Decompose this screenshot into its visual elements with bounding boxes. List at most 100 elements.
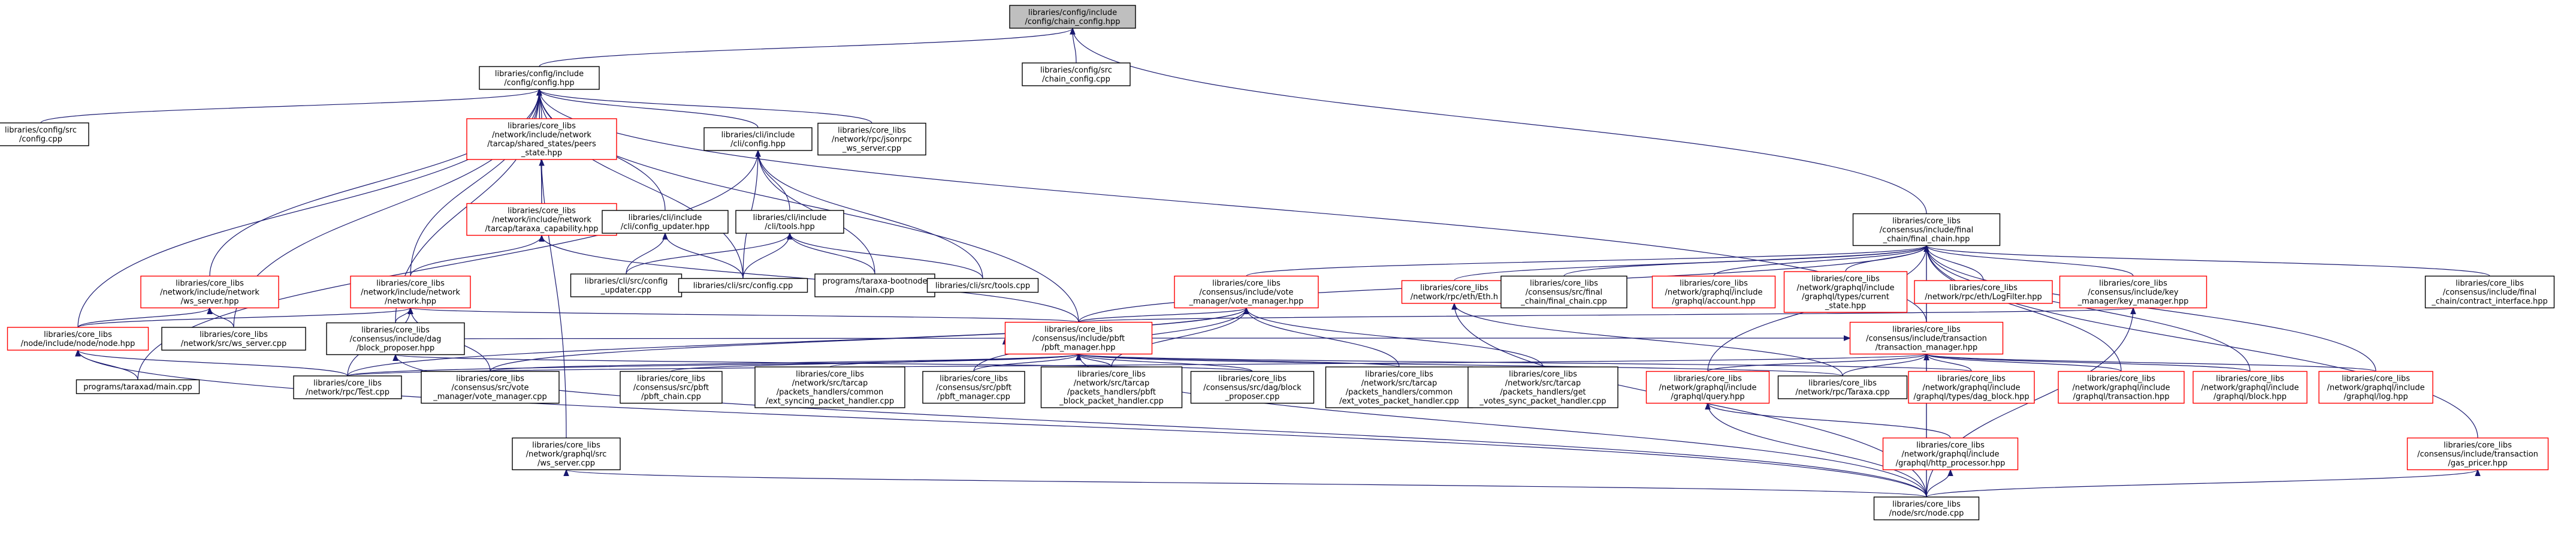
graph-node[interactable]: programs/taraxa-bootnode/main.cpp (814, 273, 935, 297)
graph-node[interactable]: libraries/cli/include/cli/tools.hpp (735, 210, 844, 234)
graph-node[interactable]: libraries/core_libs/consensus/include/tr… (2406, 437, 2549, 471)
edge-arrowhead (662, 232, 668, 240)
node-box (350, 275, 471, 309)
graph-node[interactable]: libraries/core_libs/network/graphql/incl… (2318, 371, 2433, 404)
edge-line (566, 469, 1927, 498)
edge-line (1842, 354, 1927, 377)
graph-node[interactable]: libraries/config/src/config.cpp (0, 122, 89, 146)
node-box (735, 210, 844, 234)
node-label-line: libraries/core_libs (456, 375, 524, 384)
node-box (1022, 62, 1131, 86)
node-label-line: libraries/core_libs (200, 330, 268, 339)
graph-node[interactable]: libraries/cli/src/tools.cpp (926, 278, 1039, 293)
node-label-line: libraries/core_libs (1937, 375, 2006, 384)
graph-node[interactable]: libraries/core_libs/consensus/include/ke… (2059, 275, 2207, 309)
graph-node[interactable]: libraries/core_libs/consensus/src/vote_m… (421, 371, 560, 404)
edge-arrowhead (1243, 307, 1249, 314)
node-label-line: /network/include/network (492, 216, 591, 225)
graph-node[interactable]: libraries/core_libs/network/src/tarcap/p… (754, 366, 905, 408)
graph-node[interactable]: libraries/core_libs/network/graphql/incl… (1651, 275, 1776, 309)
graph-node[interactable]: libraries/core_libs/network/include/netw… (466, 203, 617, 236)
node-label-line: /network/graphql/include (2201, 384, 2299, 393)
edge-arrowhead (1923, 353, 1929, 360)
graph-node[interactable]: libraries/core_libs/consensus/src/dag/bl… (1190, 371, 1315, 404)
node-box (1174, 275, 1319, 309)
node-label-line: /config/chain_config.hpp (1025, 17, 1121, 26)
node-label-line: _state.hpp (1825, 302, 1866, 311)
graph-node[interactable]: libraries/core_libs/consensus/include/tr… (1849, 321, 2004, 355)
node-label-line: /network/src/tarcap (792, 379, 868, 388)
edge-line (209, 89, 540, 276)
graph-node[interactable]: libraries/core_libs/network/rpc/eth/Eth.… (1401, 280, 1508, 304)
node-label-line: libraries/core_libs (796, 370, 864, 379)
graph-node[interactable]: libraries/core_libs/network/include/netw… (466, 118, 617, 160)
node-box (703, 127, 813, 151)
node-box (2424, 275, 2555, 309)
node-label-line: /config/config.hpp (504, 79, 574, 88)
graph-node[interactable]: libraries/core_libs/network/graphql/incl… (2058, 371, 2185, 404)
graph-node[interactable]: libraries/core_libs/node/include/node/no… (7, 327, 149, 351)
graph-node[interactable]: libraries/core_libs/network/graphql/incl… (1645, 371, 1770, 404)
graph-node[interactable]: libraries/core_libs/network/graphql/incl… (1882, 437, 2019, 471)
node-label-line: /ext_syncing_packet_handler.cpp (766, 397, 894, 406)
node-label-line: /network/graphql/include (1923, 384, 2021, 393)
graph-node[interactable]: programs/taraxad/main.cpp (76, 379, 200, 395)
graph-node[interactable]: libraries/core_libs/network/graphql/incl… (1783, 271, 1908, 313)
node-box (922, 371, 1025, 404)
graph-node[interactable]: libraries/core_libs/network/src/tarcap/p… (1467, 366, 1618, 408)
graph-node[interactable]: libraries/cli/src/config_updater.cpp (570, 273, 682, 297)
node-label-line: /consensus/include/final (1880, 226, 1973, 235)
node-label-line: libraries/core_libs (532, 441, 600, 450)
node-box (1849, 321, 2004, 355)
node-label-line: libraries/core_libs (1916, 441, 1985, 450)
graph-node[interactable]: libraries/core_libs/node/src/node.cpp (1873, 496, 1980, 520)
edge-line (541, 235, 1079, 323)
graph-node[interactable]: libraries/core_libs/network/graphql/incl… (1908, 371, 2035, 404)
graph-node[interactable]: libraries/core_libs/consensus/include/pb… (1004, 321, 1153, 355)
graph-node[interactable]: libraries/cli/include/cli/config_updater… (602, 210, 729, 234)
edge-arrowhead (563, 469, 569, 476)
graph-node[interactable]: libraries/core_libs/network/include/netw… (140, 275, 279, 309)
graph-node[interactable]: libraries/core_libs/consensus/src/pbft/p… (620, 371, 723, 404)
edge-line (1072, 28, 1927, 214)
graph-node[interactable]: libraries/cli/src/config.cpp (678, 278, 808, 293)
edge-line (1926, 469, 2478, 498)
edge-line (347, 308, 1247, 377)
graph-node[interactable]: libraries/core_libs/network/src/tarcap/p… (1040, 366, 1183, 408)
node-label-line: /tarcap/taraxa_capability.hpp (485, 225, 598, 234)
graph-node[interactable]: libraries/core_libs/network/rpc/eth/LogF… (1914, 280, 2053, 304)
graph-node[interactable]: libraries/core_libs/network/include/netw… (350, 275, 471, 309)
graph-node[interactable]: libraries/core_libs/network/src/tarcap/p… (1325, 366, 1473, 408)
edge-line (40, 89, 540, 124)
graph-node[interactable]: libraries/config/include/config/config.h… (479, 66, 600, 90)
node-label-line: /consensus/src/final (1526, 288, 1602, 297)
graph-node[interactable]: libraries/core_libs/network/rpc/jsonrpc_… (817, 122, 926, 156)
node-box (754, 366, 905, 408)
graph-node[interactable]: libraries/core_libs/network/rpc/Taraxa.c… (1777, 375, 1908, 399)
graph-node[interactable]: libraries/core_libs/consensus/include/da… (326, 322, 465, 356)
graph-node[interactable]: libraries/core_libs/consensus/src/final_… (1500, 275, 1627, 309)
edge-line (1713, 245, 1927, 276)
node-box (620, 371, 723, 404)
edge-arrowhead (1070, 27, 1076, 35)
edge-arrowhead (1705, 402, 1711, 409)
graph-node[interactable]: libraries/core_libs/network/src/ws_serve… (161, 327, 306, 351)
graph-node[interactable]: libraries/config/src/chain_config.cpp (1022, 62, 1131, 86)
node-label-line: /consensus/src/vote (452, 384, 529, 393)
graph-node[interactable]: libraries/core_libs/consensus/include/fi… (1852, 213, 2001, 246)
graph-node[interactable]: libraries/core_libs/consensus/src/pbft/p… (922, 371, 1025, 404)
node-label-line: programs/taraxa-bootnode (822, 277, 927, 286)
graph-node[interactable]: libraries/core_libs/network/graphql/incl… (2193, 371, 2308, 404)
node-label-line: libraries/core_libs (1892, 500, 1961, 509)
graph-node[interactable]: libraries/core_libs/network/graphql/src/… (512, 437, 621, 471)
edge-line (77, 350, 138, 380)
node-label-line: libraries/core_libs (1420, 284, 1488, 293)
graph-node[interactable]: libraries/core_libs/consensus/include/vo… (1174, 275, 1319, 309)
graph-node[interactable]: libraries/config/include/config/chain_co… (1009, 5, 1136, 29)
graph-node[interactable]: libraries/core_libs/network/rpc/Test.cpp (293, 375, 402, 399)
graph-node[interactable]: libraries/cli/include/cli/config.hpp (703, 127, 813, 151)
node-label-line: libraries/config/src (5, 126, 77, 135)
graph-node[interactable]: libraries/core_libs/consensus/include/fi… (2424, 275, 2555, 309)
node-label-line: /network/src/tarcap (1361, 379, 1437, 388)
edge-line (539, 28, 1073, 67)
